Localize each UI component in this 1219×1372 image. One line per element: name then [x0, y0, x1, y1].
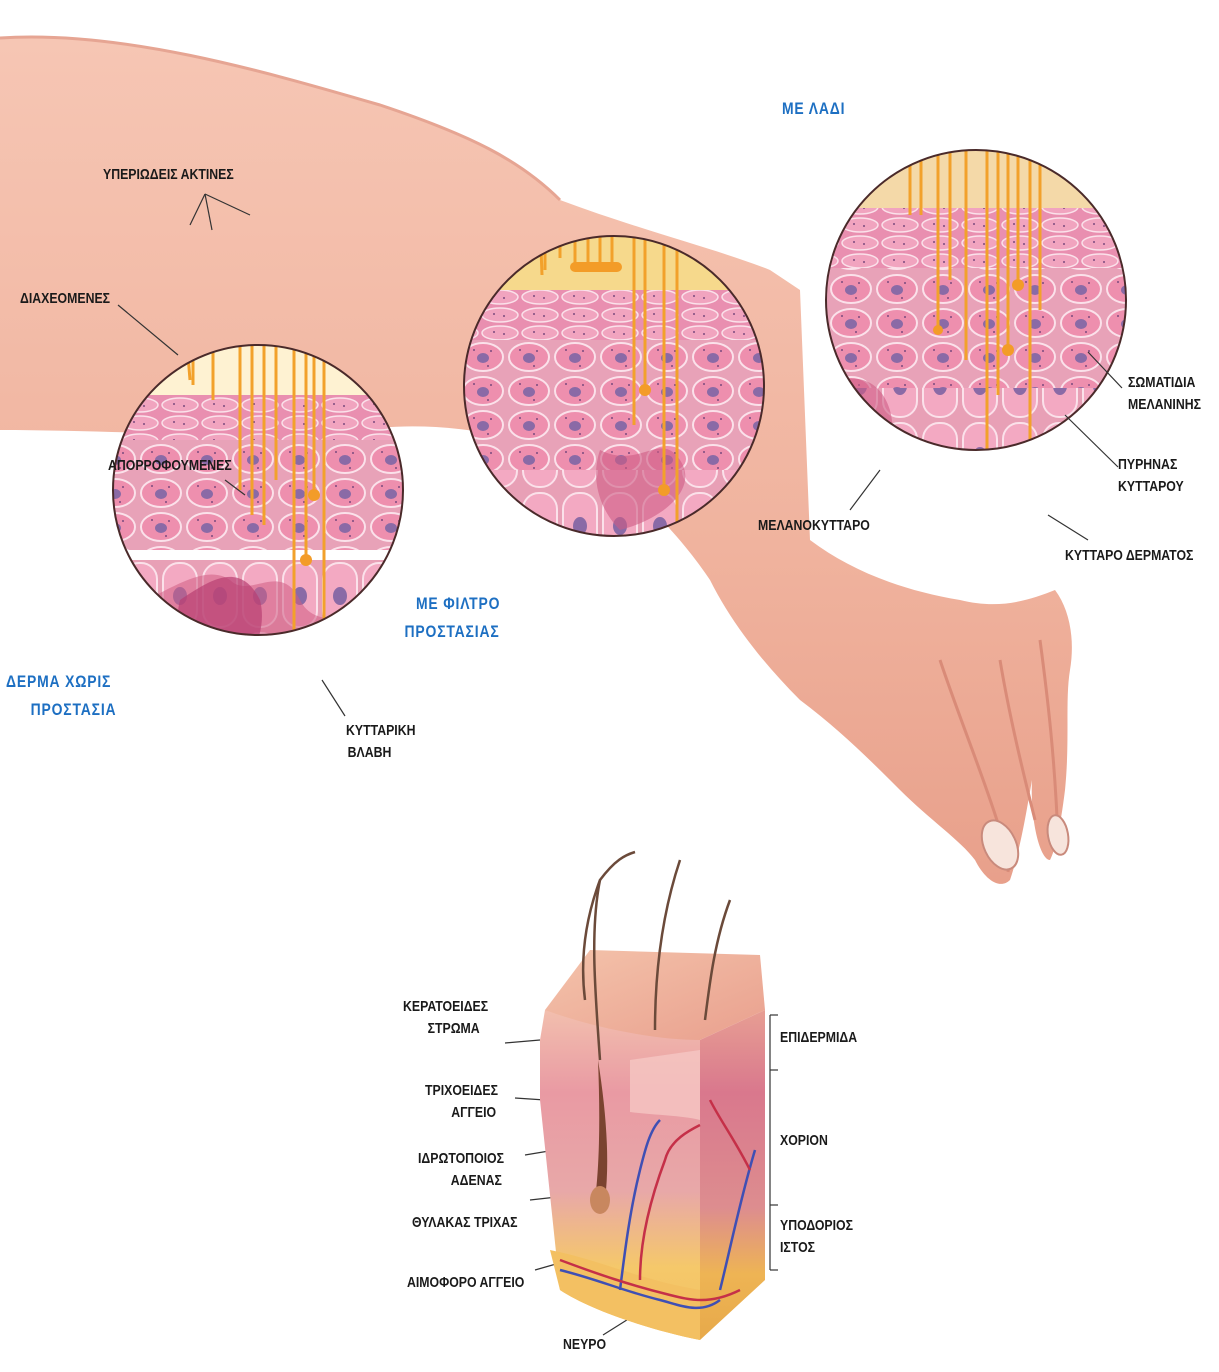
- label-with-filter: ΜΕ ΦΙΛΤΡΟ ΠΡΟΣΤΑΣΙΑΣ: [416, 590, 500, 646]
- label-horny-layer: ΚΕΡΑΤΟΕΙΔΕΣ ΣΤΡΩΜΑ: [403, 996, 488, 1040]
- label-melanin-line1: ΣΩΜΑΤΙΔΙΑ: [1128, 372, 1201, 394]
- label-uv-rays: ΥΠΕΡΙΩΔΕΙΣ ΑΚΤΙΝΕΣ: [103, 164, 234, 186]
- label-blood-vessel: ΑΙΜΟΦΟΡΟ ΑΓΓΕΙΟ: [407, 1272, 524, 1294]
- skin-cross-section: [540, 852, 778, 1340]
- label-sweat-gland-line1: ΙΔΡΩΤΟΠΟΙΟΣ: [418, 1148, 504, 1170]
- label-with-oil: ΜΕ ΛΑΔΙ: [782, 95, 845, 123]
- label-capillary: ΤΡΙΧΟΕΙΔΕΣ ΑΓΓΕΙΟ: [425, 1080, 498, 1124]
- label-sweat-gland: ΙΔΡΩΤΟΠΟΙΟΣ ΑΔΕΝΑΣ: [418, 1148, 504, 1192]
- label-with-filter-line2: ΠΡΟΣΤΑΣΙΑΣ: [405, 618, 501, 646]
- label-cell-nucleus: ΠΥΡΗΝΑΣ ΚΥΤΤΑΡΟΥ: [1118, 454, 1184, 498]
- label-capillary-line1: ΤΡΙΧΟΕΙΔΕΣ: [425, 1080, 498, 1102]
- label-cell-damage: ΚΥΤΤΑΡΙΚΗ ΒΛΑΒΗ: [346, 720, 415, 764]
- label-epidermis: ΕΠΙΔΕΡΜΙΔΑ: [780, 1027, 857, 1049]
- label-with-filter-line1: ΜΕ ΦΙΛΤΡΟ: [416, 590, 500, 618]
- label-subcutaneous: ΥΠΟΔΟΡΙΟΣ ΙΣΤΟΣ: [780, 1215, 853, 1259]
- label-cell-nucleus-line2: ΚΥΤΤΑΡΟΥ: [1118, 476, 1184, 498]
- label-capillary-line2: ΑΓΓΕΙΟ: [425, 1102, 498, 1124]
- label-nerve: ΝΕΥΡΟ: [563, 1334, 606, 1356]
- label-horny-layer-line2: ΣΤΡΩΜΑ: [403, 1018, 488, 1040]
- label-horny-layer-line1: ΚΕΡΑΤΟΕΙΔΕΣ: [403, 996, 488, 1018]
- label-cell-damage-line2: ΒΛΑΒΗ: [346, 742, 415, 764]
- label-dermis: ΧΟΡΙΟΝ: [780, 1130, 828, 1152]
- label-melanin: ΣΩΜΑΤΙΔΙΑ ΜΕΛΑΝΙΝΗΣ: [1128, 372, 1201, 416]
- label-melanin-line2: ΜΕΛΑΝΙΝΗΣ: [1128, 394, 1201, 416]
- label-no-protection-line2: ΠΡΟΣΤΑΣΙΑ: [6, 696, 116, 724]
- label-absorbed: ΑΠΟΡΡΟΦΟΥΜΕΝΕΣ: [108, 455, 232, 477]
- label-cell-damage-line1: ΚΥΤΤΑΡΙΚΗ: [346, 720, 415, 742]
- label-no-protection-line1: ΔΕΡΜΑ ΧΩΡΙΣ: [6, 668, 116, 696]
- label-subcutaneous-line2: ΙΣΤΟΣ: [780, 1237, 853, 1259]
- label-no-protection: ΔΕΡΜΑ ΧΩΡΙΣ ΠΡΟΣΤΑΣΙΑ: [6, 668, 116, 724]
- label-cell-nucleus-line1: ΠΥΡΗΝΑΣ: [1118, 454, 1184, 476]
- label-hair-follicle: ΘΥΛΑΚΑΣ ΤΡΙΧΑΣ: [412, 1212, 518, 1234]
- label-scattered: ΔΙΑΧΕΟΜΕΝΕΣ: [20, 288, 110, 310]
- label-skin-cell: ΚΥΤΤΑΡΟ ΔΕΡΜΑΤΟΣ: [1065, 545, 1193, 567]
- label-melanocyte: ΜΕΛΑΝΟΚΥΤΤΑΡΟ: [758, 515, 870, 537]
- label-sweat-gland-line2: ΑΔΕΝΑΣ: [418, 1170, 504, 1192]
- label-subcutaneous-line1: ΥΠΟΔΟΡΙΟΣ: [780, 1215, 853, 1237]
